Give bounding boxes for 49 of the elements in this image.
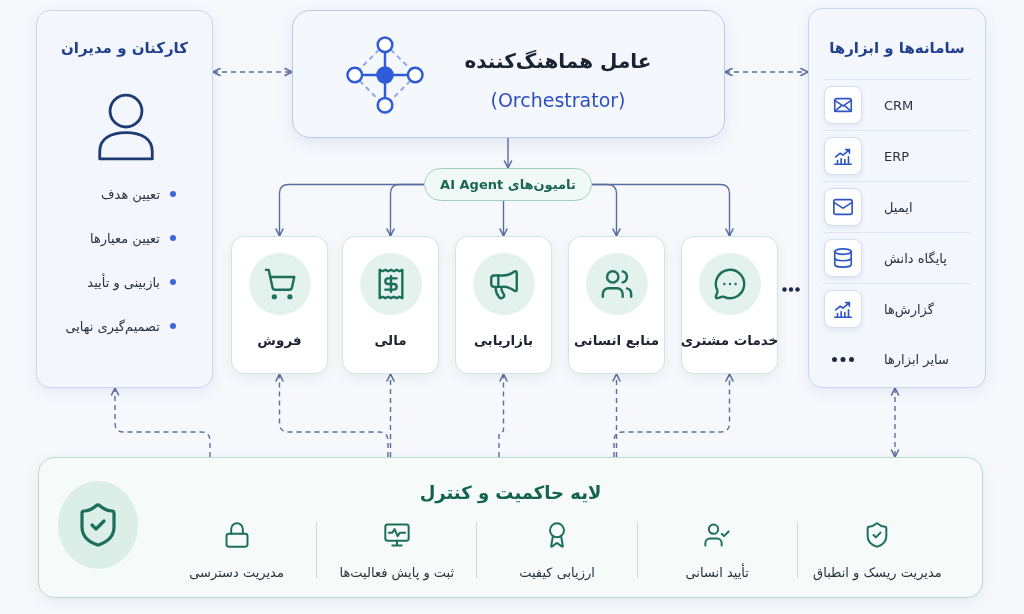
dashed-arrow	[275, 373, 389, 458]
list-item-text: تعیین هدف	[101, 186, 160, 202]
orchestrator-box	[292, 10, 725, 138]
tool-label: CRM	[884, 97, 914, 113]
item-label: ارزیابی کیفیت	[519, 565, 595, 580]
item-label: تأیید انسانی	[685, 565, 749, 580]
pill-label: تامیون‌های AI Agent	[440, 177, 576, 192]
list-item-text: بازبینی و تأیید	[87, 274, 160, 290]
panel-title: لایه حاکمیت و کنترل	[419, 481, 602, 506]
tool-label: ERP	[884, 148, 910, 164]
side-panel	[36, 10, 213, 388]
agent-card	[231, 236, 328, 374]
agent-card	[342, 236, 439, 374]
tool-label: سایر ابزارها	[884, 351, 949, 367]
dashed-arrow	[890, 387, 900, 458]
side-panel	[808, 8, 986, 388]
card-title: فروش	[257, 332, 302, 348]
dashed-arrow	[212, 67, 293, 77]
agent-card	[568, 236, 665, 374]
dashed-arrow	[612, 373, 621, 458]
group-pill	[424, 168, 592, 201]
dashed-arrow	[498, 373, 508, 458]
list-item-text: تعیین معیارها	[90, 230, 160, 246]
agent-card	[455, 236, 552, 374]
arrow	[503, 137, 513, 169]
item-label: مدیریت ریسک و انطباق	[813, 565, 942, 580]
dashed-arrow	[613, 373, 734, 458]
panel-title: کارکنان و مدیران	[61, 38, 188, 58]
agent-card	[681, 236, 778, 374]
arrow	[591, 183, 621, 237]
governance-panel	[38, 457, 983, 598]
tool-label: ایمیل	[884, 199, 913, 215]
card-title: مالی	[374, 332, 407, 348]
card-title: خدمات مشتری	[680, 332, 779, 348]
tool-label: گزارش‌ها	[884, 301, 934, 317]
card-title: بازاریابی	[473, 332, 534, 348]
box-title: عامل هماهنگ‌کننده	[464, 48, 652, 75]
dashed-arrow	[724, 67, 809, 77]
item-label: ثبت و پایش فعالیت‌ها	[339, 565, 455, 580]
panel-title: سامانه‌ها و ابزارها	[829, 38, 965, 58]
list-item-text: تصمیم‌گیری نهایی	[65, 318, 160, 334]
item-label: مدیریت دسترسی	[189, 565, 284, 580]
arrow	[275, 183, 425, 237]
arrow	[499, 200, 508, 237]
tool-label: پایگاه دانش	[884, 250, 947, 266]
card-title: منابع انسانی	[573, 332, 660, 348]
dashed-arrow	[110, 387, 211, 458]
box-subtitle: (Orchestrator)	[490, 88, 626, 113]
dashed-arrow	[386, 373, 395, 458]
